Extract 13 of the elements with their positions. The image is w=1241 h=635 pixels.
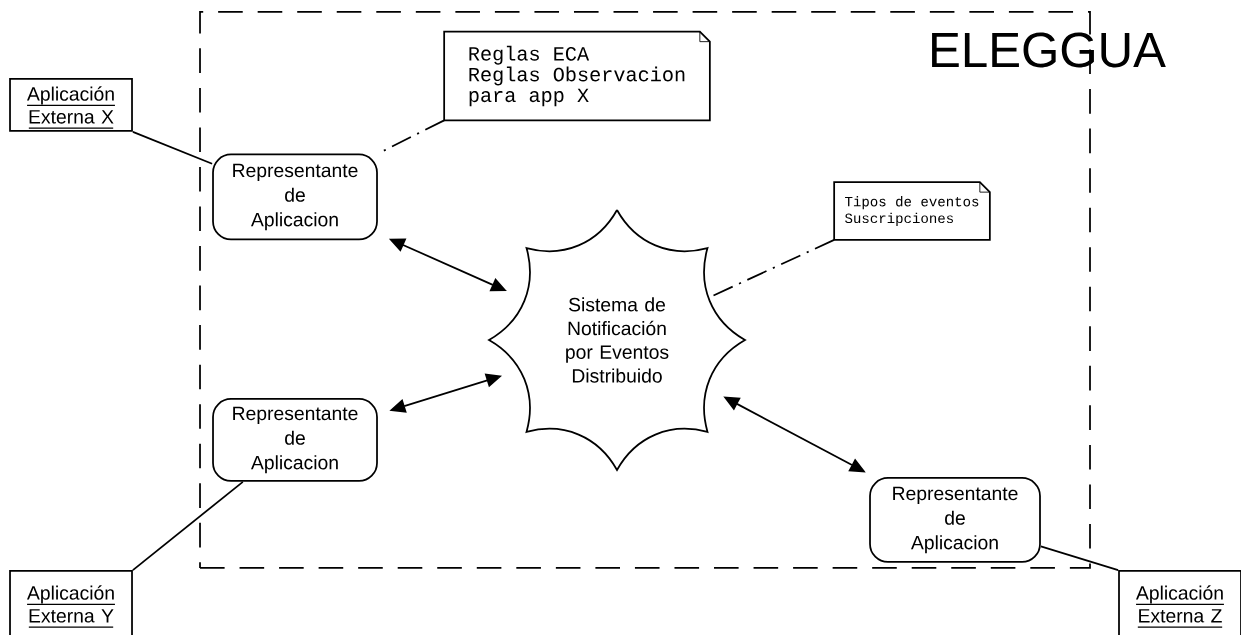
connector-line bbox=[132, 131, 213, 165]
representative-box: Representante de Aplicacion bbox=[212, 153, 378, 241]
connector-line bbox=[132, 481, 244, 571]
note-box: Reglas ECA Reglas Observacion para app X bbox=[443, 30, 711, 122]
starburst-shape: Sistema de Notificación por Eventos Distribuido bbox=[488, 209, 746, 471]
boundary-title: ELEGGUA bbox=[932, 32, 1166, 68]
note-box: Tipos de eventos Suscripciones bbox=[833, 181, 991, 241]
external-app-box: Aplicación Externa X bbox=[9, 78, 133, 132]
representative-box: Representante de Aplicacion bbox=[869, 477, 1041, 563]
representative-box: Representante de Aplicacion bbox=[212, 398, 378, 482]
external-app-box: Aplicación Externa Y bbox=[9, 570, 133, 635]
external-app-box: Aplicación Externa Z bbox=[1118, 570, 1241, 635]
connector-line bbox=[1040, 545, 1119, 571]
